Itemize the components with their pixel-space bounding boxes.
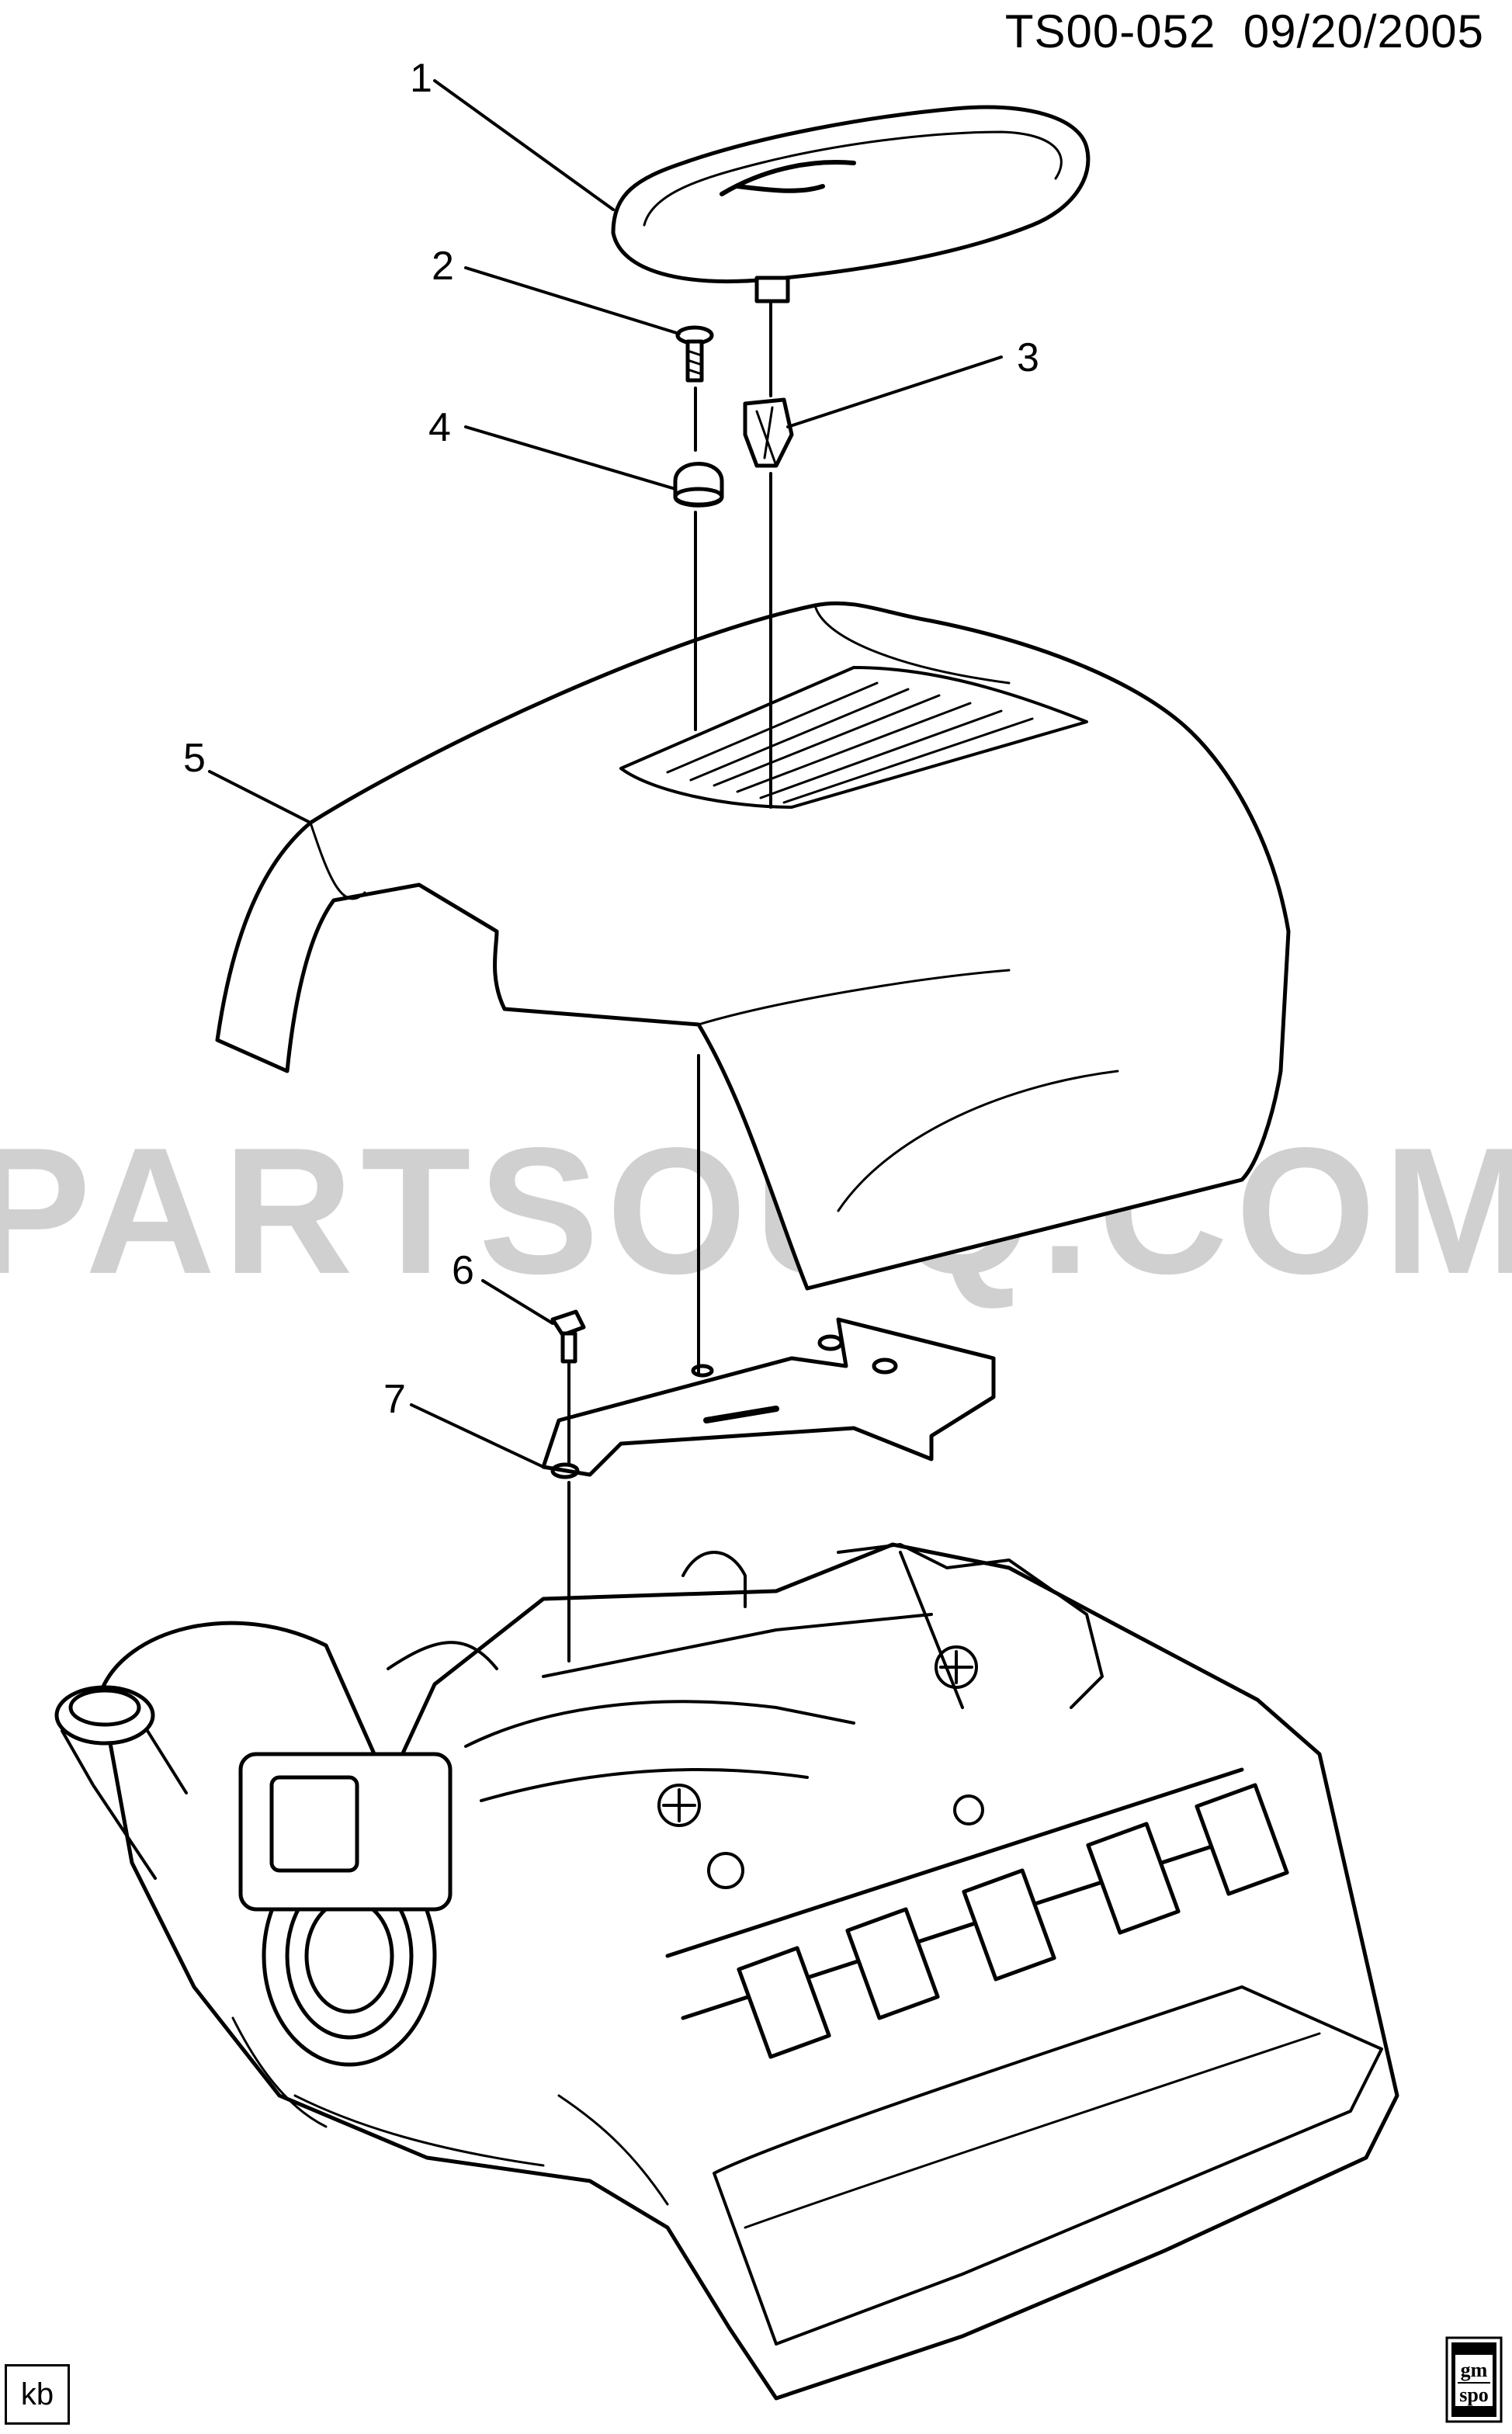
alignment-lines xyxy=(567,301,772,1663)
part-2-bolt xyxy=(675,325,714,383)
callout-6: 6 xyxy=(452,1248,474,1293)
part-4-grommet xyxy=(673,462,724,508)
callout-3: 3 xyxy=(1017,335,1039,380)
leader-lines xyxy=(208,79,1003,1468)
gm-spo-logo: gm spo xyxy=(1445,2336,1503,2423)
callout-5: 5 xyxy=(183,736,206,781)
callout-7: 7 xyxy=(383,1377,406,1422)
part-5-engine-cover xyxy=(215,601,1291,1291)
part-3-clip xyxy=(743,397,794,468)
diagram-date: 09/20/2005 xyxy=(1243,5,1484,57)
callout-1: 1 xyxy=(410,56,432,101)
callout-2: 2 xyxy=(432,244,454,289)
engine-assembly xyxy=(54,1542,1399,2401)
callout-4: 4 xyxy=(428,405,451,450)
diagram-header: TS00-052 09/20/2005 xyxy=(1005,5,1484,58)
author-initials-box: kb xyxy=(5,2364,70,2425)
author-initials: kb xyxy=(20,2377,54,2411)
part-1-top-cover xyxy=(611,105,1091,303)
part-7-bracket xyxy=(541,1317,996,1479)
logo-spo-text: spo xyxy=(1459,2384,1489,2406)
logo-gm-text: gm xyxy=(1461,2359,1488,2381)
part-6-bolt xyxy=(550,1309,586,1364)
diagram-code: TS00-052 xyxy=(1004,5,1216,57)
